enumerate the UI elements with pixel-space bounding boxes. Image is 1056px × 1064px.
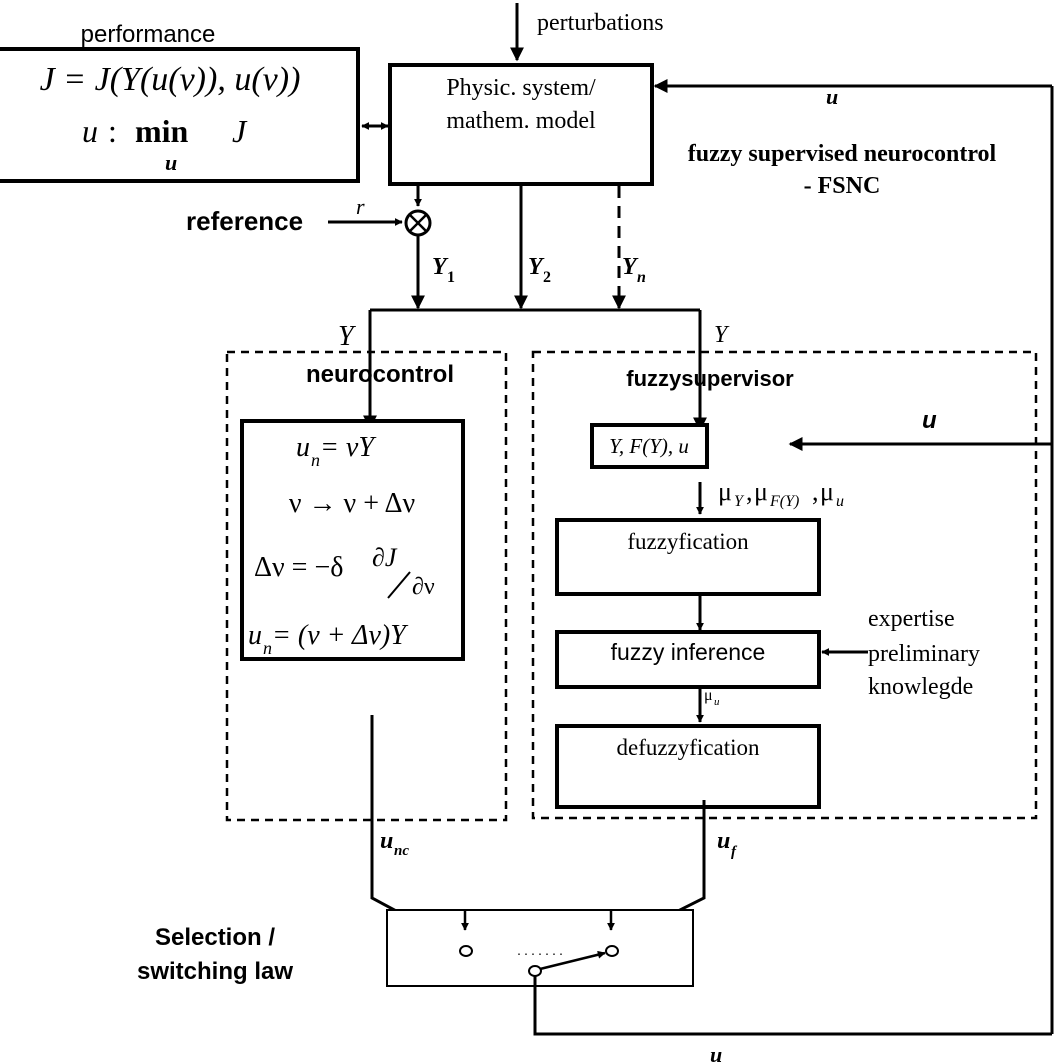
svg-text:Y: Y: [432, 254, 449, 280]
svg-text:2: 2: [543, 269, 551, 286]
fuzzyfication-label: fuzzyfication: [627, 529, 749, 554]
perf-J: J: [232, 113, 248, 149]
switch-contact-left: [459, 945, 473, 957]
svg-text:u: u: [248, 620, 262, 651]
fuzzysupervisor-title: fuzzysupervisor: [626, 366, 794, 391]
neurocontrol-box: [240, 419, 465, 661]
fsnc-title-line2: - FSNC: [804, 173, 881, 199]
svg-text:Y: Y: [622, 254, 639, 280]
svg-text:μ: μ: [754, 477, 768, 506]
switch-dots: . . . . . . .: [517, 944, 563, 959]
fuzzy-inputs-label: Y, F(Y), u: [609, 434, 689, 458]
expertise-line2: preliminary: [868, 641, 980, 667]
svg-text:μ: μ: [704, 687, 713, 704]
output-u-loop: [533, 976, 1052, 1036]
neuro-equation-4: u n = (ν + Δν)Y: [248, 620, 409, 658]
perf-u: u: [82, 113, 98, 149]
r-label: r: [356, 194, 365, 219]
u-label-top: u: [826, 84, 838, 109]
system-box: [388, 63, 654, 186]
switch-contact-right: [605, 945, 619, 957]
y-label-left: Y: [338, 321, 357, 352]
perf-colon: :: [108, 113, 117, 149]
svg-text:Y: Y: [734, 493, 745, 510]
fuzzy-inference-box: [555, 630, 821, 689]
neuro-equation-1: u n = νY: [296, 432, 377, 470]
svg-text:u: u: [714, 696, 720, 708]
y-label-right: Y: [714, 322, 730, 348]
svg-text:F(Y): F(Y): [769, 493, 799, 510]
system-label-line2: mathem. model: [446, 108, 596, 134]
svg-text:∂ν: ∂ν: [412, 574, 435, 600]
selection-label-line1: Selection /: [155, 924, 275, 951]
svg-text:f: f: [731, 844, 738, 860]
u-label-mid: u: [922, 407, 937, 434]
fuzzyfication-box: [555, 518, 821, 596]
svg-text:u: u: [380, 828, 393, 854]
summing-junction: [404, 209, 432, 237]
perturbations-label: perturbations: [537, 10, 664, 36]
reference-label: reference: [186, 206, 303, 236]
y2-label: Y 2: [528, 254, 551, 286]
yn-label: Y n: [622, 254, 646, 286]
svg-text:n: n: [311, 450, 320, 470]
y1-label: Y 1: [432, 254, 455, 286]
neurocontrol-region: [225, 350, 508, 822]
mu-u-label: μ u: [704, 687, 720, 708]
performance-minimization: u : min J u: [82, 113, 248, 175]
svg-text:u: u: [296, 432, 310, 463]
svg-text:n: n: [263, 638, 272, 658]
svg-text:μ: μ: [718, 477, 732, 506]
expertise-line3: knowlegde: [868, 674, 973, 700]
neurocontrol-title: neurocontrol: [306, 361, 454, 388]
defuzzyfication-label: defuzzyfication: [616, 735, 760, 760]
neuro-equation-2: ν → ν + Δν: [289, 488, 415, 519]
svg-text:∂J: ∂J: [372, 543, 398, 572]
svg-text:μ: μ: [820, 477, 834, 506]
membership-functions-label: μ Y , μ F(Y) , μ u: [718, 477, 844, 510]
unc-label: u nc: [380, 828, 409, 859]
u-label-bottom: u: [710, 1042, 722, 1064]
expertise-line1: expertise: [868, 606, 955, 632]
svg-text:Δν = −δ: Δν = −δ: [254, 552, 343, 583]
perf-min: min: [135, 113, 189, 149]
uf-label: u f: [717, 828, 738, 860]
svg-text:n: n: [637, 269, 646, 286]
svg-text:nc: nc: [394, 843, 409, 859]
performance-label: performance: [81, 21, 216, 48]
switch-lever: [539, 950, 606, 971]
svg-text:Y: Y: [528, 254, 545, 280]
fuzzysupervisor-region: [531, 350, 1038, 820]
performance-equation: J = J(Y(u(ν)), u(ν)): [40, 61, 301, 98]
fuzzy-inputs-box: [590, 423, 709, 469]
system-label-line1: Physic. system/: [446, 75, 596, 101]
defuzzyfication-box: [555, 724, 821, 809]
switch-pivot: [528, 965, 542, 977]
svg-text:u: u: [836, 493, 844, 510]
svg-text:= νY: = νY: [320, 432, 377, 463]
svg-text:u: u: [717, 828, 730, 854]
perf-sub-u: u: [165, 150, 177, 175]
fuzzy-inference-label: fuzzy inference: [611, 639, 766, 665]
selection-label-line2: switching law: [137, 958, 293, 985]
svg-text:= (ν + Δν)Y: = (ν + Δν)Y: [272, 620, 409, 651]
neuro-equation-3: Δν = −δ ∂J ∂ν: [254, 543, 435, 600]
svg-text:,: ,: [746, 477, 753, 506]
svg-text:1: 1: [447, 269, 455, 286]
fsnc-title-line1: fuzzy supervised neurocontrol: [688, 141, 997, 167]
performance-box: [0, 47, 360, 183]
svg-text:,: ,: [812, 477, 819, 506]
